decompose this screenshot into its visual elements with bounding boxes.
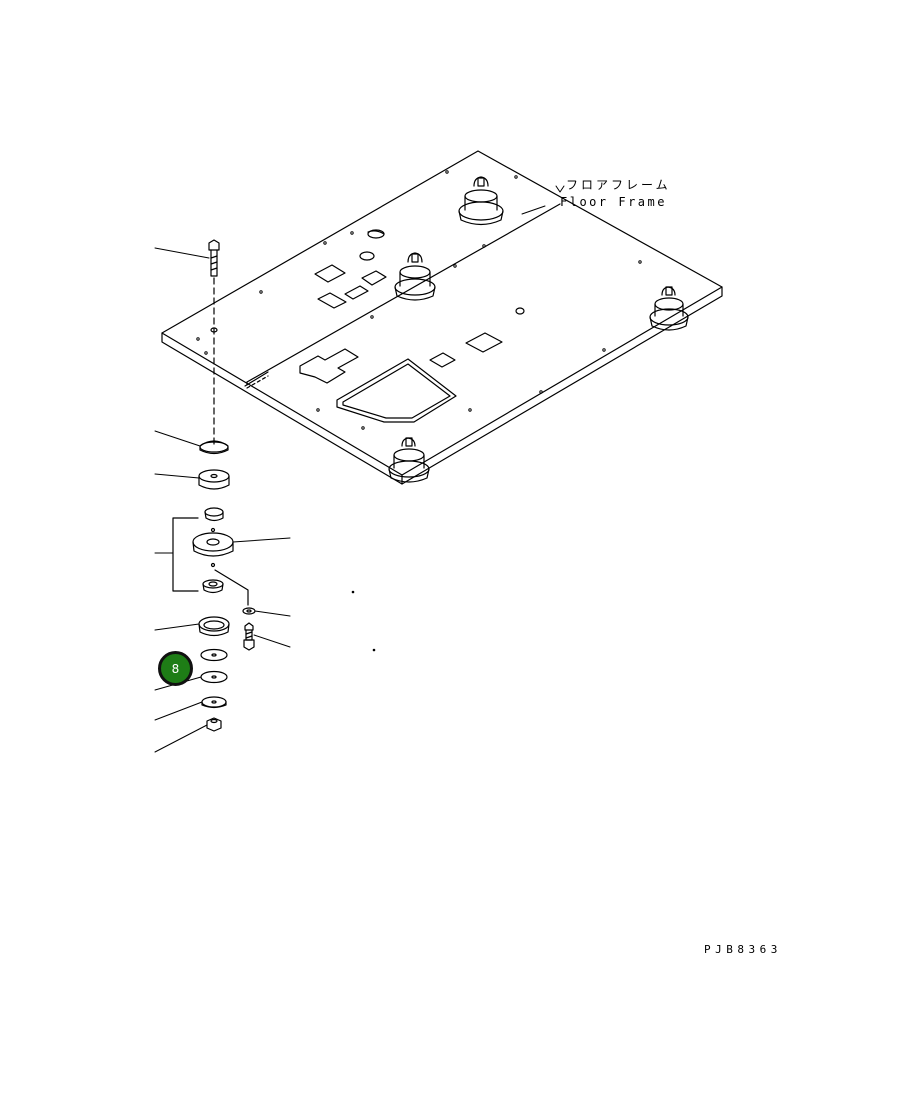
cap-washer bbox=[199, 440, 229, 455]
mount-bracket bbox=[192, 527, 234, 568]
cab-mount-top-right bbox=[458, 176, 504, 226]
floor-frame-plate bbox=[161, 150, 723, 485]
long-bolt bbox=[208, 239, 220, 446]
cab-mount-right bbox=[649, 286, 689, 331]
assembly-group-bracket bbox=[172, 517, 199, 592]
shim-washer-2 bbox=[200, 670, 228, 684]
callout-number: 8 bbox=[171, 661, 180, 676]
floor-frame-label-en: Floor Frame bbox=[560, 195, 667, 209]
drawing-code: PJB8363 bbox=[704, 943, 782, 956]
upper-rubber-cushion bbox=[204, 507, 224, 522]
cab-mount-bottom bbox=[388, 437, 430, 483]
short-bolt bbox=[243, 622, 255, 651]
floor-frame-label-jp: フロアフレーム bbox=[566, 178, 671, 192]
spacer-collar bbox=[198, 469, 230, 490]
small-washer bbox=[242, 607, 256, 615]
flat-washer bbox=[201, 696, 227, 709]
callout-marker[interactable]: 8 bbox=[158, 651, 193, 686]
shim-washer-1 bbox=[200, 648, 228, 662]
nut bbox=[206, 717, 222, 732]
cup-seat bbox=[198, 616, 230, 637]
lower-rubber-cushion bbox=[202, 579, 224, 594]
leader-bracket-to-washer bbox=[214, 569, 249, 606]
cab-mount-top-left bbox=[394, 252, 436, 301]
leader-lines bbox=[154, 185, 565, 753]
